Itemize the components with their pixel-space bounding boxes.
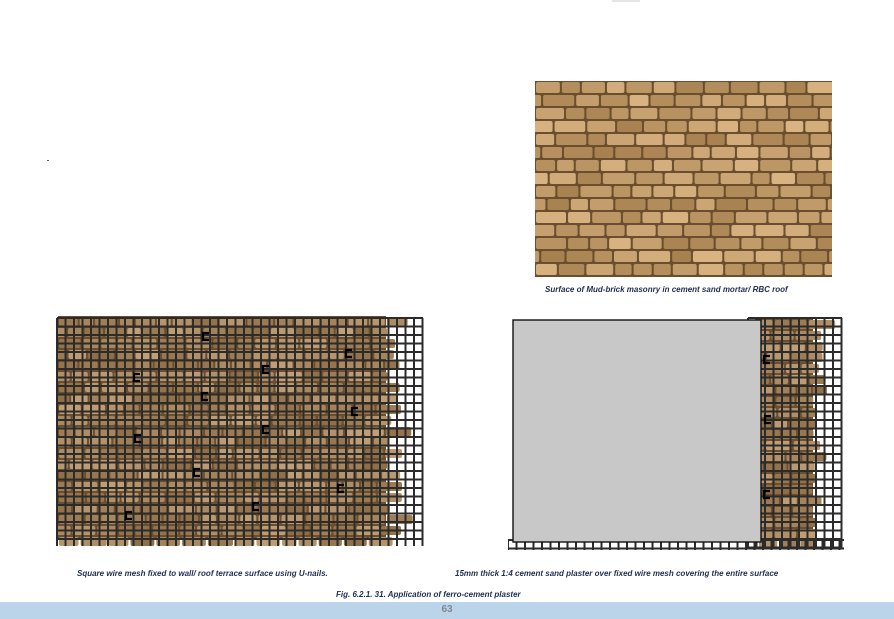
header-tab-mark [612,0,640,2]
plaster-over-mesh-image [508,316,844,550]
footer-band [0,602,894,619]
mesh-right-caption: 15mm thick 1:4 cement sand plaster over … [455,569,779,578]
masonry-caption: Surface of Mud-brick masonry in cement s… [545,285,788,294]
figure-caption: Fig. 6.2.1. 31. Application of ferro-cem… [336,590,521,599]
mesh-left-caption: Square wire mesh fixed to wall/ roof ter… [77,569,328,578]
mud-brick-masonry-image [535,81,832,277]
wire-mesh-with-u-nails-image [56,316,425,548]
stray-mark [47,160,49,161]
page-number: 63 [441,604,453,615]
